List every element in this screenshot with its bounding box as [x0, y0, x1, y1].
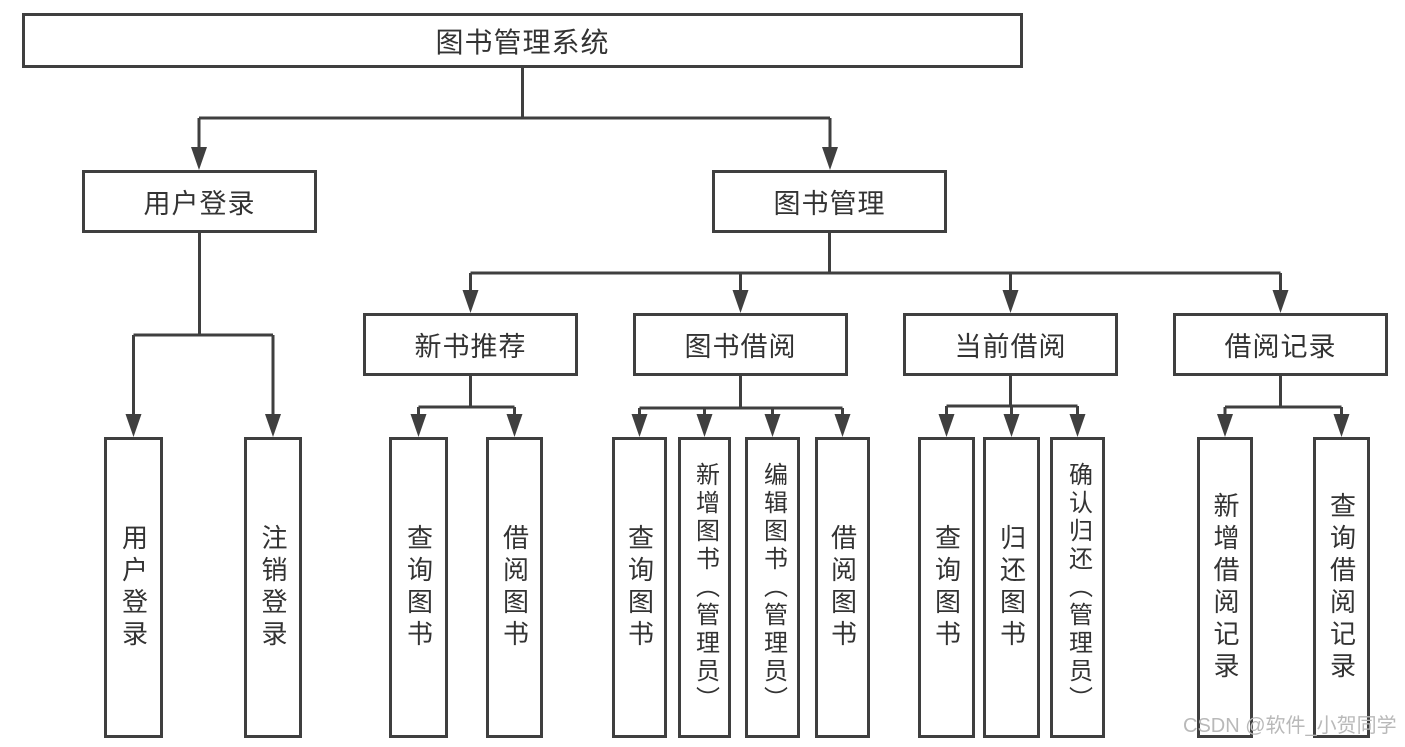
leaf-query-books-current-label: 查询图书 [931, 523, 962, 652]
arrowhead-down-icon [462, 290, 479, 313]
node-root: 图书管理系统 [22, 13, 1023, 68]
leaf-add-book-admin: 新增图书（管理员） [678, 437, 731, 738]
arrowhead-down-icon [1069, 414, 1086, 437]
arrowhead-down-icon [506, 414, 523, 437]
arrowhead-down-icon [1272, 290, 1289, 313]
arrowhead-down-icon [1002, 290, 1019, 313]
leaf-logout-label: 注销登录 [258, 523, 288, 652]
node-user-login-label: 用户登录 [143, 189, 256, 219]
node-borrow-records-label: 借阅记录 [1224, 332, 1337, 362]
arrowhead-down-icon [1333, 414, 1350, 437]
connector-book-borrow-children [631, 376, 851, 437]
leaf-user-login: 用户登录 [104, 437, 163, 738]
leaf-borrow-books-recommend: 借阅图书 [486, 437, 543, 738]
leaf-borrow-books-label: 借阅图书 [827, 523, 858, 652]
arrowhead-down-icon [834, 414, 851, 437]
arrowhead-down-icon [631, 414, 648, 437]
arrowhead-down-icon [938, 414, 955, 437]
node-new-book-recommend-label: 新书推荐 [414, 332, 527, 362]
leaf-add-borrow-record: 新增借阅记录 [1197, 437, 1253, 738]
leaf-query-borrow-record: 查询借阅记录 [1313, 437, 1370, 738]
arrowhead-down-icon [125, 414, 142, 437]
arrowhead-down-icon [732, 290, 749, 313]
connector-user-login-children [125, 233, 281, 437]
leaf-borrow-books: 借阅图书 [815, 437, 870, 738]
leaf-edit-book-admin-label: 编辑图书（管理员） [759, 461, 787, 714]
leaf-logout: 注销登录 [244, 437, 302, 738]
leaf-add-book-admin-label: 新增图书（管理员） [691, 461, 719, 714]
leaf-return-book: 归还图书 [983, 437, 1040, 738]
node-new-book-recommend: 新书推荐 [363, 313, 578, 376]
node-borrow-records: 借阅记录 [1173, 313, 1388, 376]
arrowhead-down-icon [764, 414, 781, 437]
leaf-query-borrow-record-label: 查询借阅记录 [1326, 491, 1357, 684]
leaf-query-books-borrow: 查询图书 [612, 437, 667, 738]
node-root-label: 图书管理系统 [435, 26, 610, 58]
leaf-user-login-label: 用户登录 [118, 523, 149, 652]
leaf-confirm-return-admin: 确认归还（管理员） [1050, 437, 1105, 738]
node-current-borrow: 当前借阅 [903, 313, 1118, 376]
leaf-query-books-current: 查询图书 [918, 437, 975, 738]
connector-borrow-records-children [1217, 376, 1350, 437]
connector-root-to-level2 [191, 68, 838, 170]
node-current-borrow-label: 当前借阅 [954, 332, 1067, 362]
leaf-confirm-return-admin-label: 确认归还（管理员） [1064, 461, 1092, 714]
leaf-query-books-recommend: 查询图书 [389, 437, 448, 738]
csdn-watermark: CSDN @软件_小贺同学 [1183, 715, 1397, 737]
leaf-query-books-recommend-label: 查询图书 [403, 523, 434, 652]
arrowhead-down-icon [410, 414, 427, 437]
node-user-login: 用户登录 [82, 170, 317, 233]
connector-current-borrow-children [938, 376, 1086, 437]
connector-book-management-children [462, 233, 1289, 313]
arrowhead-down-icon [696, 414, 713, 437]
arrowhead-down-icon [1003, 414, 1020, 437]
leaf-query-books-borrow-label: 查询图书 [624, 523, 655, 652]
leaf-borrow-books-recommend-label: 借阅图书 [499, 523, 530, 652]
node-book-management: 图书管理 [712, 170, 947, 233]
arrowhead-down-icon [191, 147, 207, 170]
node-book-borrow-label: 图书借阅 [684, 332, 797, 362]
leaf-return-book-label: 归还图书 [996, 523, 1027, 652]
arrowhead-down-icon [822, 147, 838, 170]
arrowhead-down-icon [265, 414, 281, 437]
node-book-borrow: 图书借阅 [633, 313, 848, 376]
leaf-add-borrow-record-label: 新增借阅记录 [1210, 491, 1240, 684]
node-book-management-label: 图书管理 [773, 189, 886, 219]
connector-new-book-recommend-children [410, 376, 523, 437]
leaf-edit-book-admin: 编辑图书（管理员） [745, 437, 800, 738]
arrowhead-down-icon [1217, 414, 1233, 437]
